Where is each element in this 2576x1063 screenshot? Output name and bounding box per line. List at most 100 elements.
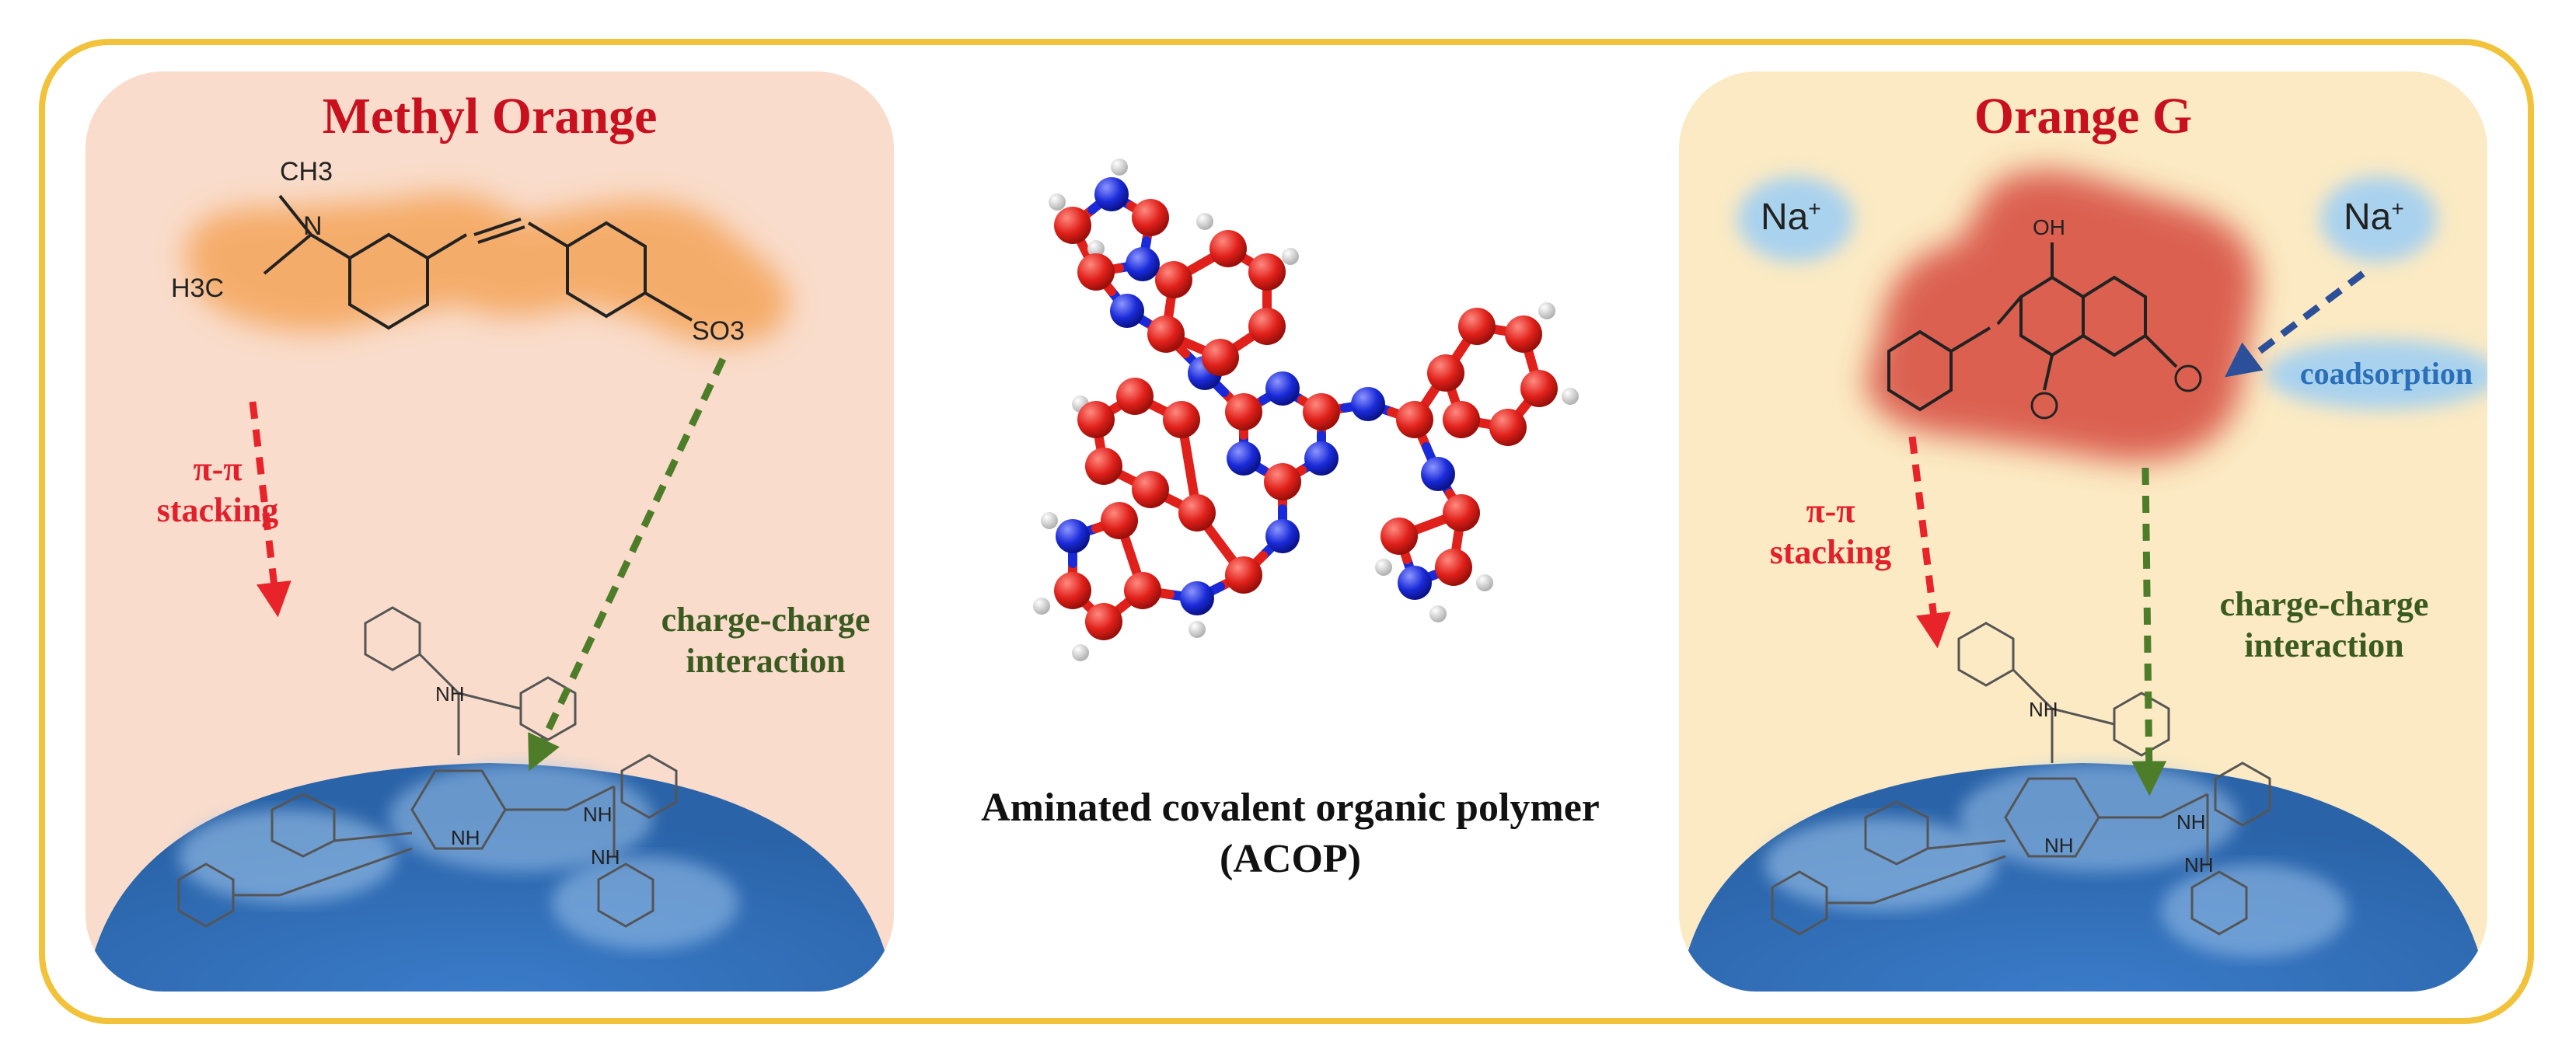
svg-text:NH: NH — [2029, 698, 2058, 721]
charge-interaction-arrow-right — [2131, 467, 2167, 796]
svg-text:NH: NH — [591, 845, 620, 869]
acop-hydrogen-atom — [1111, 159, 1128, 176]
acop-nitrogen-atom — [1056, 519, 1090, 553]
methyl-orange-panel: Methyl Orange N — [86, 71, 894, 992]
svg-text:NH: NH — [2184, 853, 2214, 877]
acop-hydrogen-atom — [1033, 598, 1050, 615]
pi-stacking-label-right: π-π stacking — [1753, 491, 1908, 573]
adsorbent-surface-right — [1679, 763, 2487, 992]
svg-text:NH: NH — [2176, 810, 2206, 834]
na-ion-glow-right — [2320, 176, 2437, 262]
interaction-text: interaction — [2244, 626, 2404, 664]
acop-hydrogen-atom — [1041, 512, 1058, 529]
acop-carbon-atom — [1248, 308, 1286, 345]
acop-carbon-atom — [1520, 370, 1558, 407]
acop-carbon-atom — [1225, 393, 1262, 430]
na-text: Na — [1761, 197, 1809, 238]
acop-hydrogen-atom — [1049, 193, 1066, 211]
orange-g-molecule: OH — [1866, 170, 2257, 461]
acop-carbon-atom — [1124, 572, 1161, 609]
acop-nitrogen-atom — [1304, 441, 1339, 476]
na-ion-glow-left — [1737, 176, 1854, 262]
acop-carbon-atom — [1443, 401, 1480, 438]
acop-carbon-atom — [1427, 354, 1464, 392]
na-ion-left: Na+ — [1761, 196, 1821, 239]
acop-nitrogen-atom — [1351, 387, 1385, 421]
na-charge: + — [2391, 197, 2404, 221]
acop-hydrogen-atom — [1538, 302, 1555, 319]
svg-text:H3C: H3C — [171, 274, 224, 303]
interaction-text: interaction — [686, 641, 846, 680]
methyl-orange-title: Methyl Orange — [322, 88, 658, 145]
coadsorption-label: coadsorption — [2299, 356, 2473, 391]
acop-nitrogen-atom — [1265, 519, 1300, 553]
pi-pi-text: π-π — [193, 450, 243, 488]
acop-carbon-atom — [1264, 463, 1301, 500]
acop-hydrogen-atom — [1189, 621, 1206, 638]
coadsorption-glow — [2266, 340, 2487, 410]
acop-nitrogen-atom — [1110, 294, 1144, 328]
acop-hydrogen-atom — [1196, 213, 1213, 230]
acop-fragment-right — [1771, 622, 2271, 936]
acop-carbon-atom — [1489, 409, 1527, 446]
acop-carbon-atom — [1178, 494, 1216, 532]
pi-stacking-arrow-right — [1908, 436, 1951, 649]
acop-carbon-atom — [1380, 518, 1418, 555]
acop-caption-line2: (ACOP) — [1220, 837, 1361, 881]
acop-carbon-atom — [1155, 261, 1192, 298]
charge-charge-text: charge-charge — [2219, 585, 2429, 623]
svg-text:N: N — [303, 211, 323, 241]
charge-interaction-label-right: charge-charge interaction — [2192, 584, 2456, 667]
acop-hydrogen-atom — [1429, 605, 1447, 622]
acop-nitrogen-atom — [1421, 457, 1455, 491]
orange-g-panel: Orange G — [1679, 71, 2487, 992]
svg-text:SO3: SO3 — [692, 316, 745, 346]
outer-frame — [39, 39, 2534, 1024]
orange-g-illustration: OH — [1679, 170, 2487, 992]
acop-carbon-atom — [1116, 378, 1154, 415]
acop-carbon-atom — [1396, 401, 1433, 438]
acop-nitrogen-atom — [1180, 581, 1214, 615]
orange-g-title: Orange G — [1974, 88, 2193, 145]
na-charge: + — [1808, 197, 1821, 221]
acop-hydrogen-atom — [1087, 240, 1105, 257]
stacking-text: stacking — [1769, 532, 1892, 571]
svg-text:CH3: CH3 — [280, 157, 333, 186]
acop-carbon-atom — [1077, 401, 1115, 438]
acop-hydrogen-atom — [1282, 248, 1299, 265]
acop-atoms — [1033, 159, 1579, 661]
acop-carbon-atom — [1202, 339, 1239, 376]
svg-text:NH: NH — [583, 803, 613, 826]
acop-carbon-atom — [1101, 502, 1138, 539]
svg-text:NH: NH — [435, 682, 465, 706]
svg-text:OH: OH — [2033, 215, 2065, 239]
acop-hydrogen-atom — [1072, 644, 1089, 661]
na-ion-right: Na+ — [2344, 196, 2404, 239]
acop-caption-line1: Aminated covalent organic polymer — [981, 786, 1600, 830]
acop-fragment-left — [177, 606, 678, 928]
acop-carbon-atom — [1248, 253, 1286, 291]
acop-3d-model — [1033, 159, 1579, 661]
acop-nitrogen-atom — [1265, 371, 1300, 406]
charge-interaction-arrow — [528, 357, 727, 772]
acop-carbon-atom — [1132, 471, 1169, 508]
acop-carbon-atom — [1085, 603, 1122, 640]
acop-hydrogen-atom — [1375, 559, 1392, 576]
acop-carbon-atom — [1147, 315, 1185, 353]
acop-carbon-atom — [1163, 401, 1200, 438]
acop-carbon-atom — [1054, 572, 1091, 609]
methyl-orange-illustration: N CH3 H3C SO3 — [86, 157, 894, 992]
pi-stacking-label: π-π stacking — [140, 449, 295, 532]
acop-carbon-atom — [1054, 207, 1091, 244]
na-text: Na — [2344, 197, 2392, 238]
acop-nitrogen-atom — [1094, 177, 1129, 211]
svg-text:NH: NH — [2044, 834, 2074, 857]
acop-carbon-atom — [1225, 556, 1262, 594]
adsorbent-surface — [86, 763, 894, 992]
svg-text:NH: NH — [451, 826, 480, 849]
acop-carbon-atom — [1505, 315, 1542, 353]
stacking-text: stacking — [156, 490, 279, 529]
acop-carbon-atom — [1209, 230, 1247, 267]
acop-nitrogen-atom — [1126, 247, 1160, 281]
acop-carbon-atom — [1458, 308, 1496, 345]
